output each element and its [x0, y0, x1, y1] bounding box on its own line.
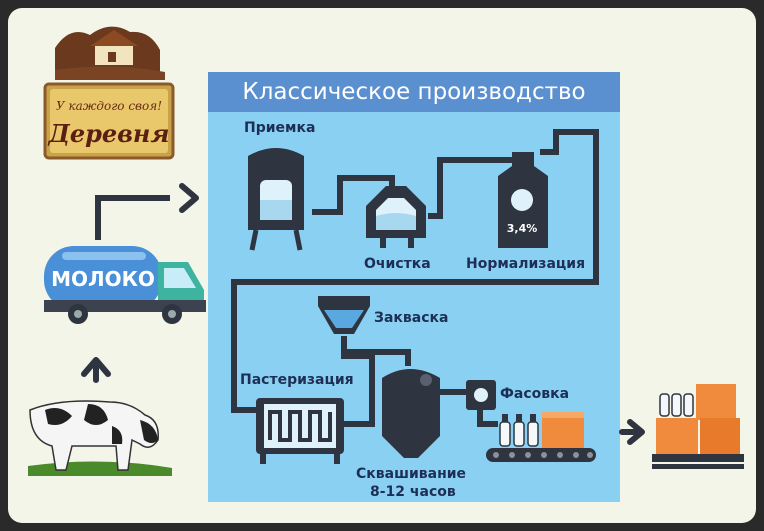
receiving-tank — [248, 148, 304, 251]
label-normalization: Нормализация — [466, 256, 586, 272]
diagram-title: Классическое производство — [208, 72, 620, 112]
pasteurizer — [256, 398, 344, 464]
label-fermentation: Сквашивание — [356, 466, 467, 482]
milk-truck: МОЛОКО — [44, 246, 206, 324]
label-cleaning: Очистка — [364, 256, 431, 272]
arrow-up-icon — [81, 357, 111, 383]
normalization-value: 3,4% — [507, 222, 538, 235]
logo-slogan: У каждого своя! — [56, 99, 162, 113]
label-starter: Закваска — [374, 310, 449, 326]
warehouse-pallet — [652, 384, 744, 469]
truck-label: МОЛОКО — [51, 267, 155, 291]
label-fermentation-time: 8-12 часов — [370, 484, 456, 500]
label-receiving: Приемка — [244, 120, 316, 136]
fermentation-tank — [382, 369, 440, 458]
label-packaging: Фасовка — [500, 386, 570, 402]
cleaning-tank — [366, 186, 426, 248]
cow-image — [28, 400, 172, 476]
pipe-network — [231, 129, 599, 427]
label-pasteurization: Пастеризация — [240, 372, 354, 388]
normalization-tank: 3,4% — [498, 152, 548, 248]
arrow-right-icon-2 — [619, 419, 645, 445]
brand-logo: У каждого своя! Деревня — [43, 26, 175, 160]
arrow-right-icon — [179, 183, 199, 213]
logo-brand: Деревня — [47, 119, 169, 148]
starter-hopper — [318, 296, 370, 334]
packaging-line — [486, 412, 596, 462]
truck-pipe — [95, 195, 170, 240]
